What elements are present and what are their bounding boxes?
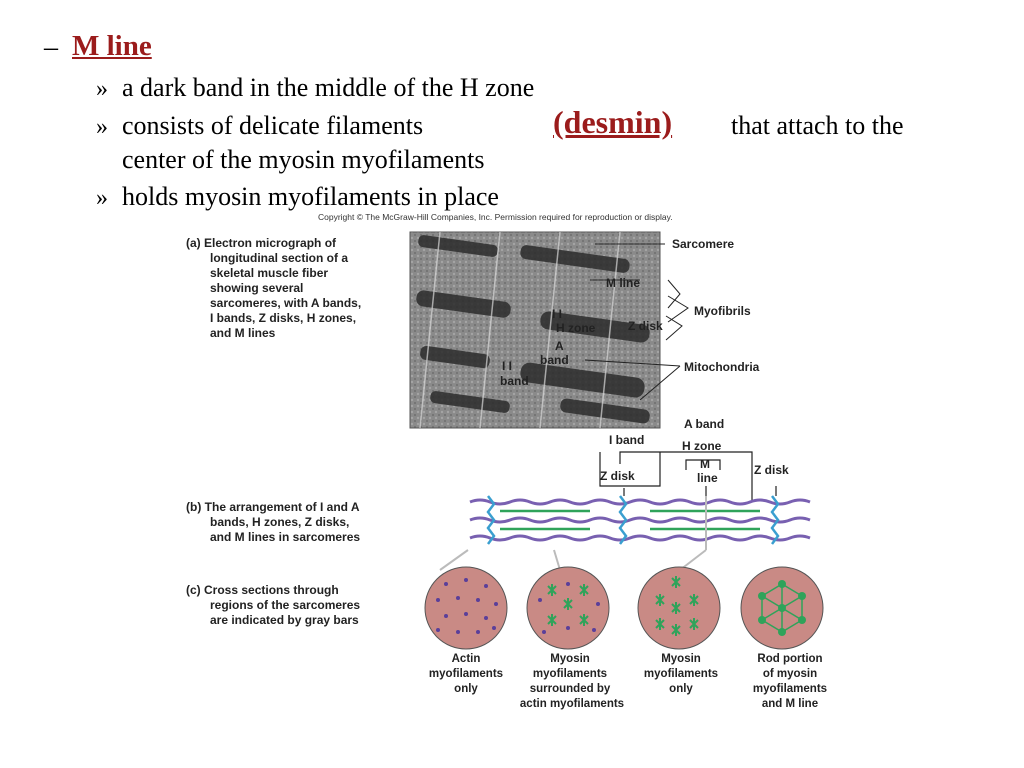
- bullet-marker: »: [96, 76, 108, 102]
- bullet-2-pre: consists of delicate filaments: [122, 111, 424, 140]
- rod-mline-circle: [740, 566, 824, 650]
- circle-3-line-2: myofilaments: [644, 668, 718, 680]
- circle-3-line-1: Myosin: [661, 653, 701, 665]
- z-disk-left-label: Z disk: [600, 469, 635, 483]
- circle-1-line-1: Actin: [452, 653, 481, 665]
- micro-i-band-label: band: [500, 374, 529, 388]
- bullet-1: a dark band in the middle of the H zone: [122, 73, 535, 102]
- electron-micrograph: M line I I H zone Z disk A band I I band: [409, 231, 663, 429]
- circle-1-line-2: myofilaments: [429, 668, 503, 680]
- h-zone-label: H zone: [682, 439, 722, 453]
- slide-heading: M line: [72, 30, 152, 62]
- mitochondria-label: Mitochondria: [684, 360, 760, 374]
- caption-a: (a) Electron micrograph of longitudinal …: [186, 236, 362, 340]
- micro-a-band-label: band: [540, 353, 569, 367]
- circle-2-line-3: surrounded by: [530, 683, 611, 695]
- circle-2-line-4: actin myofilaments: [520, 698, 624, 710]
- micro-z-disk-label: Z disk: [628, 319, 663, 333]
- sarcomere-label: Sarcomere: [672, 237, 734, 251]
- bullet-3: holds myosin myofilaments in place: [122, 182, 499, 211]
- dash-marker: –: [44, 32, 58, 63]
- myosin-actin-circle: [526, 566, 610, 650]
- sarcomere-diagram: [439, 495, 811, 571]
- cross-section-circles: [424, 566, 824, 650]
- circle-4-line-4: and M line: [762, 698, 818, 710]
- bullet-2-cont: center of the myosin myofilaments: [122, 145, 485, 174]
- circle-2-line-2: myofilaments: [533, 668, 607, 680]
- myosin-only-circle: [637, 566, 721, 650]
- m-line-label-1: M: [700, 457, 710, 471]
- micro-i-marks: I I: [552, 307, 562, 321]
- z-disk-right-label: Z disk: [754, 463, 789, 477]
- circle-2-line-1: Myosin: [550, 653, 590, 665]
- a-band-label: A band: [684, 417, 724, 431]
- micro-i-marks-2: I I: [502, 359, 512, 373]
- circle-4-line-1: Rod portion: [757, 653, 822, 665]
- circle-3-line-3: only: [669, 683, 693, 695]
- caption-b: (b) The arrangement of I and A bands, H …: [186, 500, 361, 544]
- circle-1-line-3: only: [454, 683, 478, 695]
- micro-a-label: A: [555, 339, 564, 353]
- bullet-marker: »: [96, 114, 108, 140]
- micro-h-zone-label: H zone: [556, 321, 596, 335]
- bullet-marker: »: [96, 185, 108, 211]
- circle-4-line-3: myofilaments: [753, 683, 827, 695]
- circle-4-line-2: of myosin: [763, 668, 817, 680]
- myofibrils-label: Myofibrils: [694, 304, 751, 318]
- caption-c: (c) Cross sections through regions of th…: [186, 583, 361, 627]
- micro-m-line-label: M line: [606, 276, 640, 290]
- actin-only-circle: [424, 566, 508, 650]
- m-line-label-2: line: [697, 471, 718, 485]
- i-band-label: I band: [609, 433, 644, 447]
- bullet-2-post: that attach to the: [731, 111, 904, 140]
- desmin-highlight: (desmin): [553, 104, 673, 140]
- copyright-notice: Copyright © The McGraw-Hill Companies, I…: [318, 212, 673, 222]
